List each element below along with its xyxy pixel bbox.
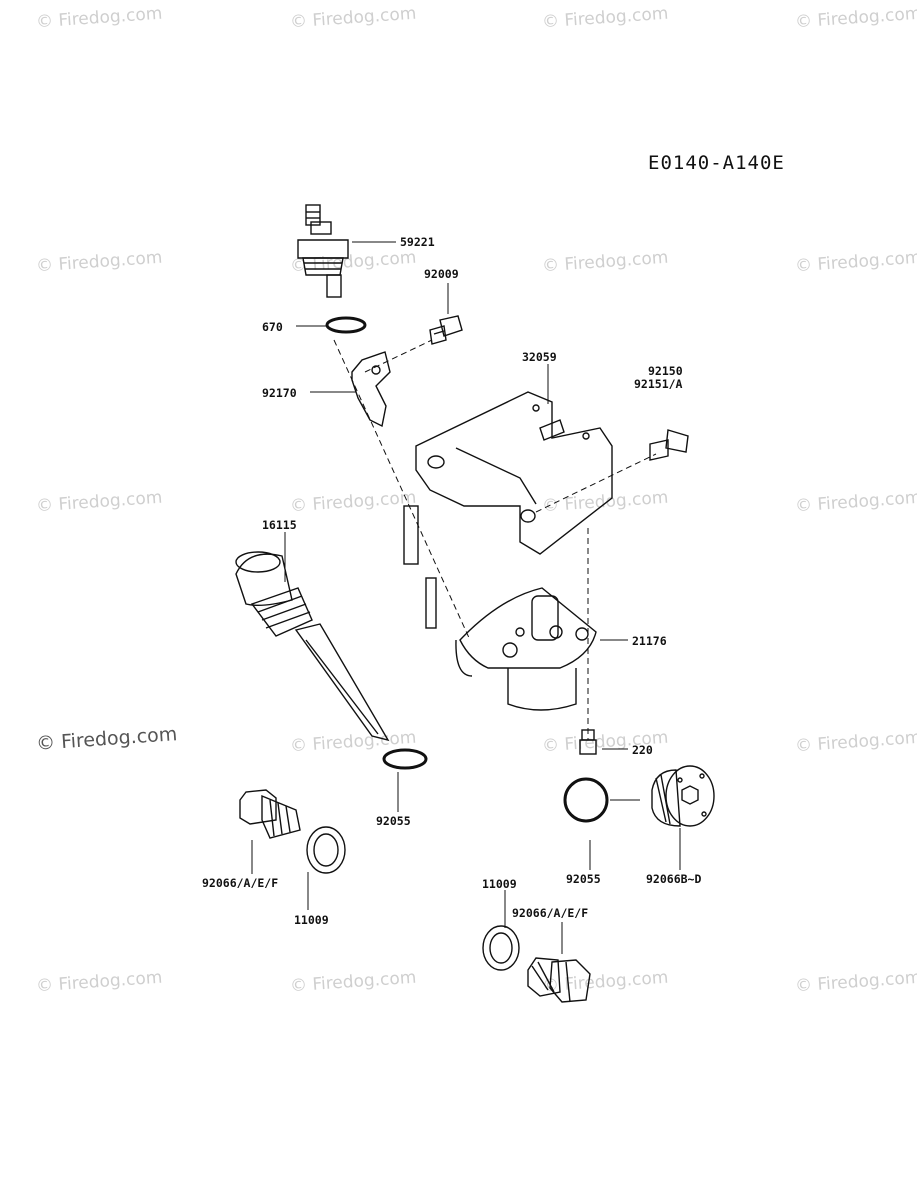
part-label-92150: 92150 — [648, 364, 683, 378]
plug-92066B — [651, 765, 715, 827]
breather-tube — [403, 505, 437, 629]
part-label-21176: 21176 — [632, 634, 667, 648]
bolt-92150 — [649, 429, 689, 461]
part-label-92066-bottom: 92066/A/E/F — [512, 906, 589, 920]
filter-housing-21176 — [455, 587, 597, 711]
part-label-92066-left: 92066/A/E/F — [202, 876, 279, 890]
part-label-670: 670 — [262, 320, 283, 334]
dipstick-16115 — [235, 551, 390, 742]
part-label-11009-left: 11009 — [294, 913, 329, 927]
o-ring-92055-right — [563, 777, 609, 823]
part-label-32059: 32059 — [522, 350, 557, 364]
part-label-92170: 92170 — [262, 386, 297, 400]
part-label-92055-right: 92055 — [566, 872, 601, 886]
washer-11009-bottom — [482, 925, 520, 971]
part-label-92055-left: 92055 — [376, 814, 411, 828]
o-ring-92055-left — [382, 748, 428, 770]
o-ring-670 — [325, 316, 367, 334]
bolt-220 — [579, 729, 597, 755]
part-label-92009: 92009 — [424, 267, 459, 281]
leader-lines — [251, 241, 681, 954]
part-label-11009-bottom: 11009 — [482, 877, 517, 891]
part-label-59221: 59221 — [400, 235, 435, 249]
part-label-16115: 16115 — [262, 518, 297, 532]
part-label-92066B: 92066B~D — [646, 872, 702, 886]
diagram-code: E0140-A140E — [648, 152, 785, 174]
washer-11009-left — [306, 826, 346, 874]
bracket-32059 — [415, 391, 613, 555]
part-label-92151: 92151/A — [634, 377, 683, 391]
part-label-220: 220 — [632, 743, 653, 757]
drain-plug-92066-left — [239, 789, 301, 839]
drain-plug-92066-bottom — [527, 957, 591, 1003]
bolt-92009 — [429, 315, 463, 345]
breather-valve-59221 — [297, 204, 349, 298]
bracket-92170 — [351, 351, 391, 428]
